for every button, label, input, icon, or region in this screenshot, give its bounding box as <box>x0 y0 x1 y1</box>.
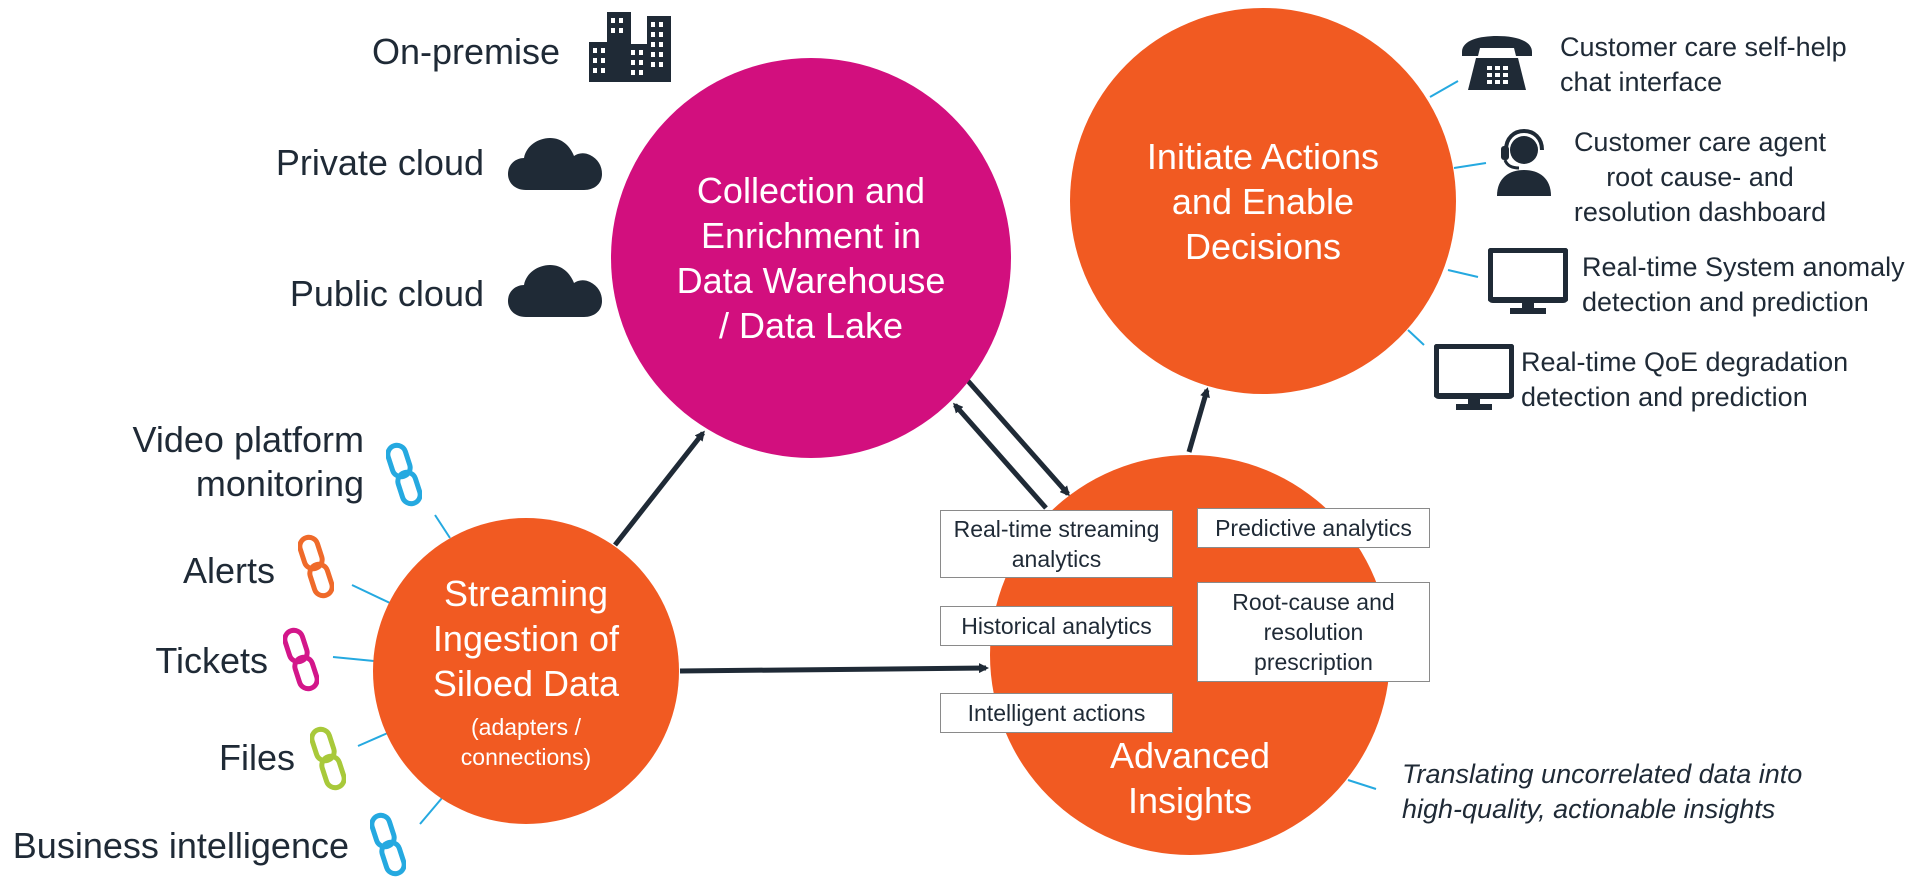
link-icon <box>283 627 319 692</box>
telephone-icon <box>1462 36 1532 90</box>
outcome-connector-2 <box>1453 162 1487 169</box>
source-connector-bi <box>419 797 443 825</box>
outcome-connector-3 <box>1447 269 1479 278</box>
insights-caption: Translating uncorrelated data into high-… <box>1402 759 1803 824</box>
link-icon <box>386 442 422 507</box>
insights-title: Advanced Insights <box>1109 735 1271 821</box>
analytics-box-intelligent: Intelligent actions <box>940 693 1173 733</box>
actions-title: Initiate Actions and Enable Decisions <box>1146 135 1380 267</box>
source-label-files: Files <box>218 737 295 778</box>
arrow-ingestion-to-collection <box>613 430 705 547</box>
arrow-ingestion-to-insights <box>679 663 989 674</box>
analytics-box-rootcause: Root-cause and resolution prescription <box>1197 582 1430 682</box>
caption-connector <box>1347 779 1377 790</box>
outcome-connector-1 <box>1429 80 1459 98</box>
outcome-label-qoe: Real-time QoE degradation detection and … <box>1521 347 1849 412</box>
source-label-tickets: Tickets <box>155 640 268 681</box>
arrow-collection-to-insights <box>966 379 1070 497</box>
source-label-alerts: Alerts <box>182 550 275 591</box>
ingestion-title: Streaming Ingestion of Siloed Data <box>432 572 620 704</box>
outcome-label-anomaly: Real-time System anomaly detection and p… <box>1582 252 1905 317</box>
ingestion-subtitle: (adapters / connections) <box>460 713 592 770</box>
link-icon <box>370 812 406 877</box>
analytics-box-predictive: Predictive analytics <box>1197 508 1430 548</box>
outcome-connector-4 <box>1407 329 1425 346</box>
analytics-box-realtime: Real-time streaming analytics <box>940 510 1173 578</box>
buildings-icon <box>589 12 671 82</box>
agent-headset-icon <box>1497 128 1551 196</box>
source-connector-files <box>357 731 391 747</box>
deployment-label-public: Public cloud <box>289 273 484 314</box>
monitor-icon <box>1488 248 1568 314</box>
arrow-insights-to-collection <box>953 402 1048 510</box>
collection-title: Collection and Enrichment in Data Wareho… <box>676 170 946 346</box>
deployment-label-onpremise: On-premise <box>371 31 560 72</box>
cloud-icon <box>508 138 602 190</box>
source-connector-tickets <box>332 656 375 662</box>
outcome-label-selfhelp: Customer care self-help chat interface <box>1560 32 1847 97</box>
link-icon <box>298 534 334 599</box>
monitor-icon <box>1434 344 1514 410</box>
ingestion-circle: Streaming Ingestion of Siloed Data (adap… <box>373 518 679 824</box>
source-label-bi: Business intelligence <box>12 825 349 866</box>
deployment-label-private: Private cloud <box>275 142 484 183</box>
actions-circle: Initiate Actions and Enable Decisions <box>1070 8 1456 394</box>
source-connector-video <box>434 514 451 539</box>
cloud-icon <box>508 265 602 317</box>
analytics-box-historical: Historical analytics <box>940 606 1173 646</box>
arrow-insights-to-actions <box>1186 387 1210 453</box>
outcome-label-agent: Customer care agent root cause- and reso… <box>1573 127 1827 227</box>
link-icon <box>310 726 346 791</box>
source-connector-alerts <box>351 584 391 604</box>
collection-circle: Collection and Enrichment in Data Wareho… <box>611 58 1011 458</box>
source-label-video: Video platform monitoring <box>132 419 364 504</box>
